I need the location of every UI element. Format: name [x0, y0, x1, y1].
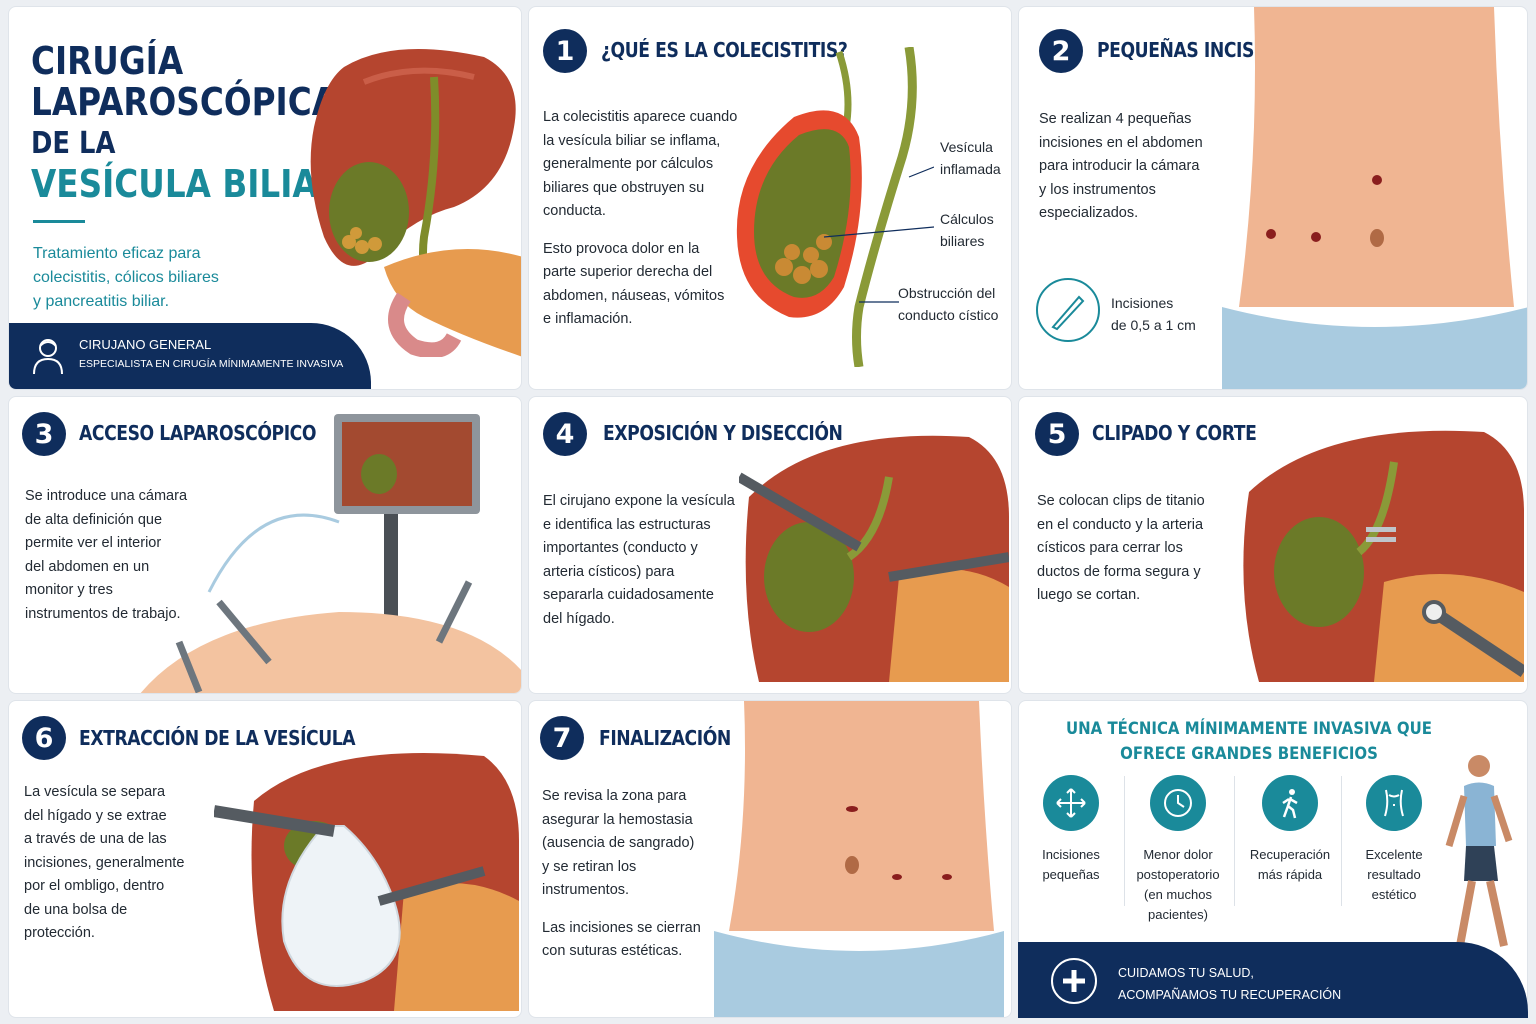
- step-number: 6: [22, 716, 66, 760]
- hero-title: CIRUGÍA LAPAROSCÓPICA DE LA VESÍCULA BIL…: [31, 39, 343, 206]
- walking-icon: [1262, 775, 1318, 831]
- benefit-divider: [1124, 776, 1125, 906]
- benefit-divider: [1234, 776, 1235, 906]
- step-title: CLIPADO Y CORTE: [1092, 421, 1257, 445]
- abdomen-incisions-illustration: [1222, 7, 1527, 389]
- hero-subtitle: Tratamiento eficaz para colecistitis, có…: [33, 245, 219, 310]
- liver-gallbladder-illustration: [310, 49, 521, 357]
- footer-text: CUIDAMOS TU SALUD, ACOMPAÑAMOS TU RECUPE…: [1118, 966, 1342, 1002]
- step-number: 5: [1035, 412, 1079, 456]
- step-1-card: 1 ¿QUÉ ES LA COLECISTITIS? La colecistit…: [528, 6, 1012, 390]
- extraction-illustration: [214, 753, 519, 1011]
- arrows-icon: [1043, 775, 1099, 831]
- clipping-illustration: [1243, 430, 1524, 682]
- laparoscopic-setup-illustration: [140, 414, 521, 693]
- clock-icon: [1150, 775, 1206, 831]
- scalpel-icon: [1036, 278, 1100, 342]
- surgeon-specialty: ESPECIALISTA EN CIRUGÍA MÍNIMAMENTE INVA…: [79, 358, 344, 370]
- footer-banner: CUIDAMOS TU SALUD, ACOMPAÑAMOS TU RECUPE…: [1018, 942, 1528, 1018]
- benefits-heading: UNA TÉCNICA MÍNIMAMENTE INVASIVA QUE OFR…: [1066, 719, 1432, 764]
- step-2-card: 2 PEQUEÑAS INCISIONES Se realizan 4 pequ…: [1018, 6, 1528, 390]
- step-4-card: 4 EXPOSICIÓN Y DISECCIÓN El cirujano exp…: [528, 396, 1012, 694]
- torso-icon: [1366, 775, 1422, 831]
- hero-divider: [33, 220, 85, 223]
- dissection-illustration: [739, 435, 1009, 682]
- walking-man-illustration: [1445, 755, 1513, 952]
- hero-card: CIRUGÍA LAPAROSCÓPICA DE LA VESÍCULA BIL…: [8, 6, 522, 390]
- step-title: ¿QUÉ ES LA COLECISTITIS?: [601, 38, 848, 62]
- benefit-divider: [1341, 776, 1342, 906]
- step-5-card: 5 CLIPADO Y CORTE Se colocan clips de ti…: [1018, 396, 1528, 694]
- step-title: ACCESO LAPAROSCÓPICO: [79, 421, 317, 445]
- step-number: 7: [540, 716, 584, 760]
- step-number: 1: [543, 29, 587, 73]
- step-title: EXPOSICIÓN Y DISECCIÓN: [603, 421, 843, 445]
- step-number: 2: [1039, 29, 1083, 73]
- step-title: EXTRACCIÓN DE LA VESÍCULA: [79, 726, 356, 750]
- closed-abdomen-illustration: [714, 701, 1004, 1017]
- surgeon-banner: CIRUJANO GENERAL ESPECIALISTA EN CIRUGÍA…: [9, 323, 371, 389]
- surgeon-role: CIRUJANO GENERAL: [79, 337, 212, 352]
- step-title: FINALIZACIÓN: [599, 726, 731, 750]
- step-number: 3: [22, 412, 66, 456]
- inflamed-gallbladder-illustration: [736, 47, 934, 367]
- step-6-card: 6 EXTRACCIÓN DE LA VESÍCULA La vesícula …: [8, 700, 522, 1018]
- step-3-card: 3 ACCESO LAPAROSCÓPICO Se introduce una …: [8, 396, 522, 694]
- step-number: 4: [543, 412, 587, 456]
- plus-icon: [1051, 958, 1097, 1004]
- surgeon-icon: [33, 339, 63, 375]
